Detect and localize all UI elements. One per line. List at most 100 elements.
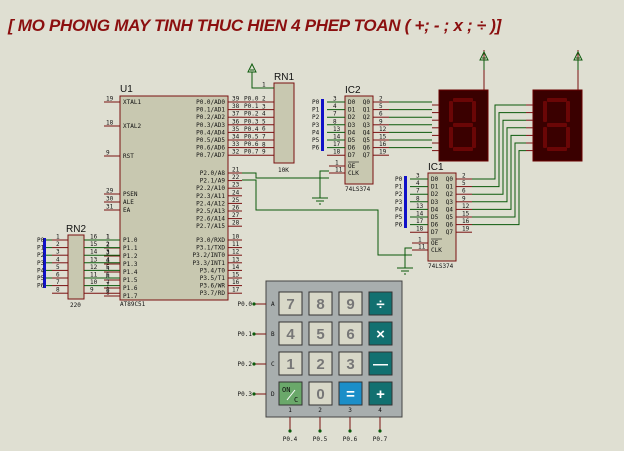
ic1-oe-ground-wire (404, 247, 412, 268)
key-clear-face[interactable] (278, 381, 303, 406)
rn2-bus-label: P5 (37, 275, 45, 282)
latch-ic2-pin-name: D3 (348, 122, 356, 129)
key-2-label: 2 (316, 356, 324, 373)
latch-ic1-pin-number: 15 (462, 211, 470, 218)
u1-pin-name: P2.7/A15 (196, 223, 225, 230)
latch-ic2-pin-number: 13 (333, 126, 341, 133)
u1-net-label: P0.6 (244, 141, 259, 148)
latch-ic2-bus-label: P1 (312, 107, 320, 114)
key-4-face[interactable] (278, 321, 303, 346)
latch-ic2-pin-number: 9 (379, 118, 383, 125)
key-minus-face[interactable] (368, 351, 393, 376)
u1-pin-number: 18 (106, 120, 114, 127)
rn2-pin-number: 5 (56, 264, 60, 271)
u1-net-label: P0.0 (244, 96, 259, 103)
u1-pin-name: P0.5/AD5 (196, 137, 225, 144)
key-clear[interactable]: ONC (278, 381, 303, 406)
latch-ic1-bus-label: P6 (395, 222, 403, 229)
key-3-face[interactable] (338, 351, 363, 376)
key-8-face[interactable] (308, 291, 333, 316)
key-9-face[interactable] (338, 291, 363, 316)
latch-ic2-pin-name: Q2 (363, 114, 371, 121)
latch-ic1-pin-name: D2 (431, 191, 439, 198)
latch-ic2-bus-label: P6 (312, 145, 320, 152)
key-3[interactable]: 3 (338, 351, 363, 376)
key-equals[interactable]: = (338, 381, 363, 406)
u1-pin-name: P3.5/T1 (200, 275, 226, 282)
latch-ic2-pin-number: 11 (335, 167, 343, 174)
key-0[interactable]: 0 (308, 381, 333, 406)
key-2-face[interactable] (308, 351, 333, 376)
rn2-bus-label: P6 (37, 283, 45, 290)
latch-ic2-pin-number: 4 (333, 103, 337, 110)
ic1-clk-wire (242, 179, 412, 256)
key-1[interactable]: 1 (278, 351, 303, 376)
key-multiply-face[interactable] (368, 321, 393, 346)
rn2-pin-number: 11 (90, 272, 98, 279)
u1-pin-name: P1.1 (123, 245, 138, 252)
u1-part-label: AT89C51 (120, 301, 146, 308)
key-1-face[interactable] (278, 351, 303, 376)
ic1-to-display-wire (472, 112, 526, 188)
key-9[interactable]: 9 (338, 291, 363, 316)
rn2-pin-number: 1 (56, 234, 60, 241)
rn2-pin-number: 2 (56, 241, 60, 248)
key-0-face[interactable] (308, 381, 333, 406)
key-equals-face[interactable] (338, 381, 363, 406)
latch-ic2-pin-number: 7 (333, 111, 337, 118)
u1-pin-name: P0.7/AD7 (196, 152, 225, 159)
latch-ic1-pin-number: 12 (462, 203, 470, 210)
ic2-control-wires (242, 170, 413, 275)
rn2-bus-label: P2 (37, 252, 45, 259)
key-7-face[interactable] (278, 291, 303, 316)
rn1-ref-label: RN1 (274, 72, 294, 83)
key-5[interactable]: 5 (308, 321, 333, 346)
latch-ic1-pin-number: 6 (462, 188, 466, 195)
latch-ic2-pin-number: 12 (379, 126, 387, 133)
latch-ic2-pin-name: CLK (348, 170, 359, 177)
u1-pin-number: 9 (106, 150, 110, 157)
key-6[interactable]: 6 (338, 321, 363, 346)
key-plus[interactable]: + (368, 381, 393, 406)
key-multiply[interactable]: × (368, 321, 393, 346)
junction-dot (378, 429, 382, 433)
u1-pin-number: 34 (232, 134, 240, 141)
junction-dot (318, 429, 322, 433)
key-4[interactable]: 4 (278, 321, 303, 346)
latch-ic1-pin-name: Q1 (446, 184, 454, 191)
key-divide-face[interactable] (368, 291, 393, 316)
u1-pin-number: 29 (106, 188, 114, 195)
rn1-pin-number: 7 (262, 134, 266, 141)
latch-ic1-pin-number: 13 (416, 203, 424, 210)
rn1-pin-number: 4 (262, 111, 266, 118)
key-8[interactable]: 8 (308, 291, 333, 316)
latch-ic2-pin-number: 17 (333, 141, 341, 148)
segment (449, 127, 453, 148)
key-on-label: ON (282, 386, 290, 394)
rn1-pin-number: 2 (262, 96, 266, 103)
keypad-col-net-label: P0.5 (313, 436, 328, 443)
ic1-to-display-wire (472, 134, 526, 210)
key-5-face[interactable] (308, 321, 333, 346)
u1-net-label: P0.1 (244, 103, 259, 110)
u1-pin-number: 19 (106, 96, 114, 103)
key-plus-face[interactable] (368, 381, 393, 406)
ground-icon (397, 267, 413, 275)
u1-pin-number: 24 (232, 189, 240, 196)
key-minus[interactable]: — (368, 351, 393, 376)
key-7[interactable]: 7 (278, 291, 303, 316)
latch-ic1-pin-name: D7 (431, 229, 439, 236)
u1-pin-name: P1.3 (123, 261, 138, 268)
key-divide[interactable]: ÷ (368, 291, 393, 316)
key-6-face[interactable] (338, 321, 363, 346)
key-2[interactable]: 2 (308, 351, 333, 376)
keypad-row-net-label: P0.1 (238, 331, 253, 338)
key-plus-label: + (376, 386, 385, 403)
